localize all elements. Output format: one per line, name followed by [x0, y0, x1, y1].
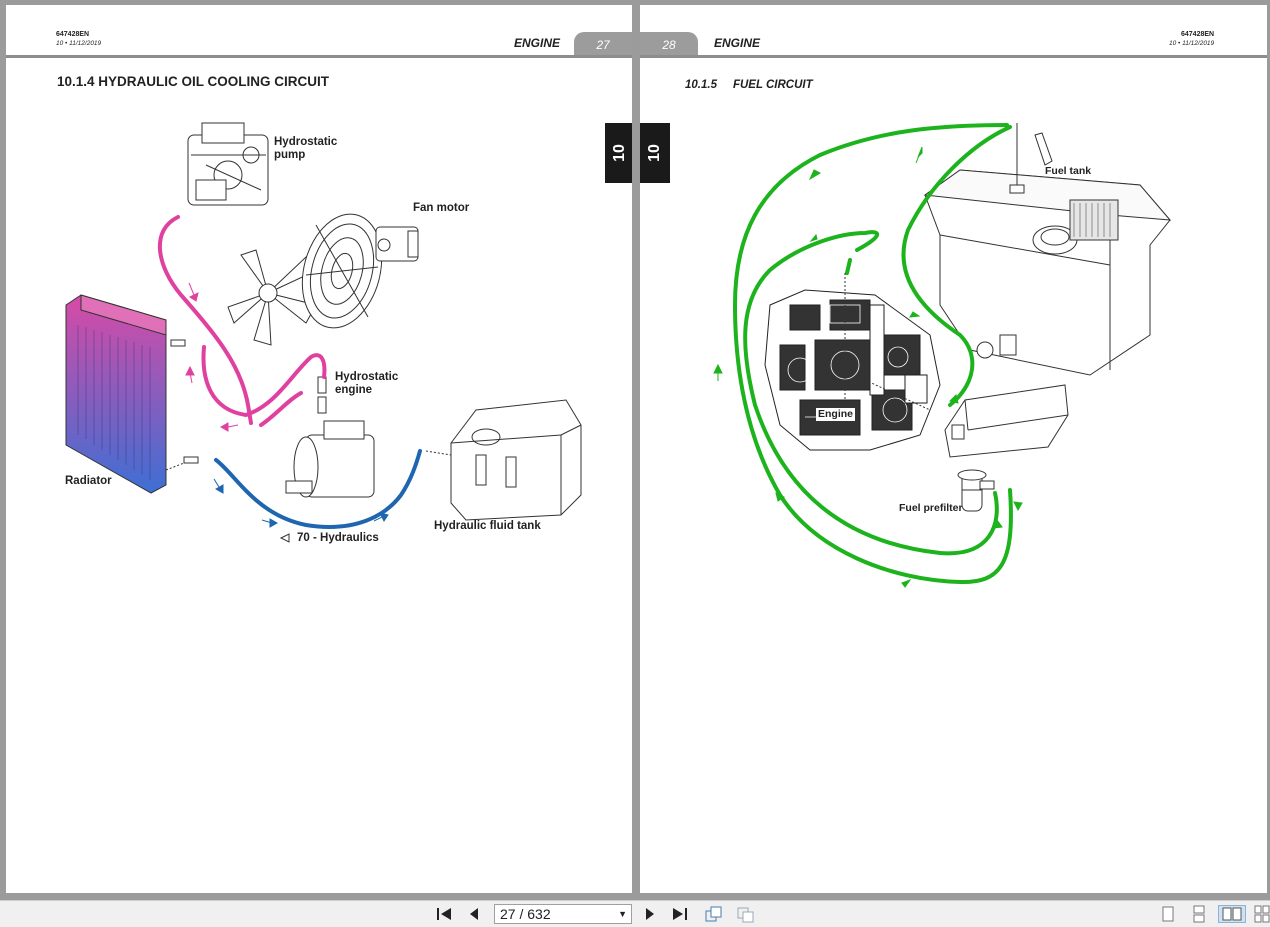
viewer-toolbar: 27 / 632 ▼ [0, 900, 1270, 927]
chapter-side-tab: 10 [640, 123, 670, 183]
chapter-title: ENGINE [714, 36, 761, 50]
right-page: 28 ENGINE 647428EN 10 • 11/12/2019 10.1.… [640, 5, 1267, 893]
fuel-flow-arrows [713, 146, 1023, 588]
page-number: 27 [574, 32, 632, 56]
link-hydraulics[interactable]: 70 - Hydraulics [297, 532, 379, 544]
reference-arrow-icon [279, 533, 290, 543]
label-fuel-prefilter: Fuel prefilter [899, 502, 963, 514]
hydraulic-cooling-diagram [65, 122, 582, 543]
next-icon[interactable] [640, 905, 660, 923]
page-number-input[interactable]: 27 / 632 ▼ [494, 904, 632, 924]
skip-last-icon[interactable] [670, 905, 690, 923]
flow-arrows [185, 282, 239, 432]
cool-oil-lines [214, 449, 422, 529]
fan-motor-drawing [375, 226, 419, 262]
label-fan-motor: Fan motor [413, 202, 470, 214]
chapter-title: ENGINE [514, 36, 561, 50]
chapter-side-tab: 10 [605, 123, 632, 183]
fuel-circuit-diagram [713, 123, 1172, 588]
two-page-icon[interactable] [1218, 905, 1246, 923]
hydrostatic-pump-drawing [187, 122, 269, 206]
radiator-drawing [65, 294, 199, 494]
hot-oil-lines [157, 215, 327, 427]
chevron-down-icon[interactable]: ▼ [618, 909, 627, 919]
label-fuel-tank: Fuel tank [1045, 165, 1092, 177]
fuel-prefilter-drawing [957, 469, 995, 512]
label-hydraulic-fluid-tank: Hydraulic fluid tank [434, 520, 541, 532]
single-page-icon[interactable] [1158, 905, 1178, 923]
label-hydrostatic-engine: Hydrostatic engine [335, 371, 399, 396]
fuel-lines [732, 123, 1013, 585]
label-hydrostatic-pump: Hydrostatic pump [274, 136, 338, 161]
engine-drawing [764, 289, 941, 451]
fit-page-icon[interactable] [735, 905, 755, 923]
page-indicator: 27 / 632 [500, 906, 551, 922]
prev-icon[interactable] [464, 905, 484, 923]
doc-id: 647428EN [1181, 31, 1215, 38]
skip-first-icon[interactable] [434, 905, 454, 923]
page-number: 28 [640, 32, 698, 56]
fan-drawing [227, 213, 383, 346]
fuel-cooler-drawing [944, 384, 1069, 458]
doc-id: 647428EN [56, 31, 90, 38]
header-divider [640, 55, 1267, 58]
doc-date: 10 • 11/12/2019 [1169, 40, 1215, 47]
continuous-icon[interactable] [1189, 905, 1209, 923]
doc-date: 10 • 11/12/2019 [56, 40, 102, 47]
label-radiator: Radiator [65, 475, 112, 487]
section-title: 10.1.5 FUEL CIRCUIT [685, 79, 813, 91]
fuel-tank-drawing [923, 123, 1172, 376]
left-page: 647428EN 10 • 11/12/2019 ENGINE 27 10.1.… [6, 5, 632, 893]
two-page-continuous-icon[interactable] [1252, 905, 1270, 923]
section-title: 10.1.4 HYDRAULIC OIL COOLING CIRCUIT [57, 74, 330, 89]
rotate-page-icon[interactable] [703, 905, 723, 923]
hydraulic-tank-drawing [450, 399, 582, 521]
label-engine: Engine [816, 408, 856, 421]
hydrostatic-engine-drawing [285, 376, 375, 498]
header-divider [6, 55, 632, 58]
